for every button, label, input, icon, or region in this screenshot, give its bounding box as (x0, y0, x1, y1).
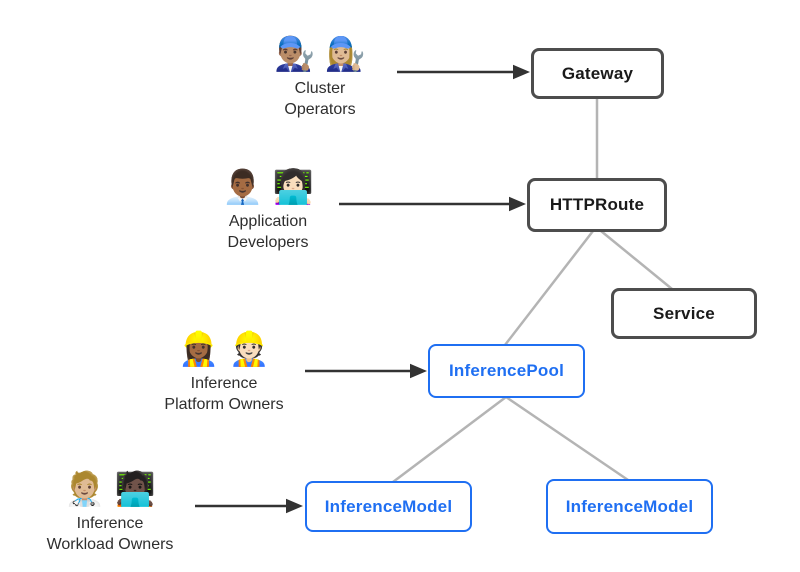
arrow-inference-workload-owners-inferencemodel (195, 498, 303, 514)
arrow-cluster-operators-gateway (397, 64, 530, 80)
arrow-head-icon (286, 498, 303, 514)
node-inference-model-2: InferenceModel (546, 479, 713, 534)
persona-label-line2: Operators (284, 101, 356, 118)
arrow-inference-platform-owners-inferencepool (305, 363, 427, 379)
arrow-application-developers-httproute (339, 196, 526, 212)
persona-cluster-operators: 👨🏽‍🔧 👩🏼‍🔧 Cluster Operators (240, 33, 400, 120)
persona-label-line1: Inference (190, 375, 258, 392)
persona-inference-workload-owners: 🧑🏼‍⚕️ 🧑🏿‍💻 Inference Workload Owners (26, 468, 194, 555)
construction-workers-emoji-icon: 👷🏾‍♀️ 👷🏻 (178, 330, 270, 367)
node-gateway: Gateway (531, 48, 664, 99)
node-inference-model-1: InferenceModel (305, 481, 472, 532)
persona-label-line2: Platform Owners (164, 396, 284, 413)
persona-label-line1: Application (228, 213, 308, 230)
node-httproute: HTTPRoute (527, 178, 667, 232)
connector-inferencepool-inferencemodel-2 (505, 395, 629, 482)
persona-label-line2: Developers (227, 234, 309, 251)
persona-label: Inference Workload Owners (26, 513, 194, 555)
office-worker-technologist-emoji-icon: 👨🏾‍💼 👩🏻‍💻 (222, 168, 314, 205)
persona-label: Cluster Operators (240, 78, 400, 120)
persona-label-line1: Cluster (294, 80, 346, 97)
connector-httproute-inferencepool (504, 230, 594, 346)
persona-label-line2: Workload Owners (46, 536, 174, 553)
node-service: Service (611, 288, 757, 339)
arrow-head-icon (513, 64, 530, 80)
persona-label: Application Developers (188, 211, 348, 253)
node-inference-pool: InferencePool (428, 344, 585, 398)
arrow-head-icon (410, 363, 427, 379)
persona-application-developers: 👨🏾‍💼 👩🏻‍💻 Application Developers (188, 166, 348, 253)
persona-inference-platform-owners: 👷🏾‍♀️ 👷🏻 Inference Platform Owners (144, 328, 304, 415)
arrow-head-icon (509, 196, 526, 212)
persona-label: Inference Platform Owners (144, 373, 304, 415)
health-worker-technologist-emoji-icon: 🧑🏼‍⚕️ 🧑🏿‍💻 (64, 470, 156, 507)
mechanics-emoji-icon: 👨🏽‍🔧 👩🏼‍🔧 (274, 35, 366, 72)
connector-inferencepool-inferencemodel-1 (392, 396, 507, 483)
connector-httproute-service (600, 230, 673, 290)
persona-label-line1: Inference (76, 515, 144, 532)
